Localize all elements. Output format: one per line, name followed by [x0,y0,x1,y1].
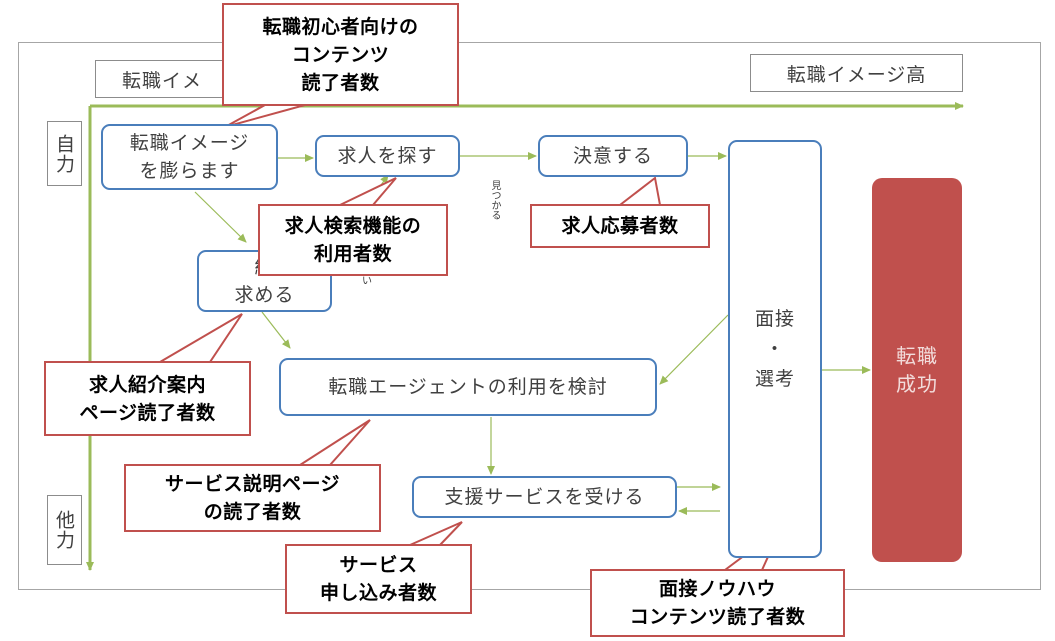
node-search: 求人を探す [315,135,460,177]
callout-tail-search-users [339,177,397,206]
node-decide: 決意する [538,135,688,177]
callout-search-users: 求人検索機能の 利用者数 [258,204,448,276]
callout-applicants: 求人応募者数 [530,204,710,248]
edge-interview-agent [659,314,729,385]
callout-beginner-content: 転職初心者向けの コンテンツ 読了者数 [222,3,459,106]
edge-imagine-referral [194,191,247,243]
edge-referral-agent [261,311,291,349]
callout-tail-referral [156,313,243,363]
edge-label-found: 見つかる [489,180,500,220]
axis-label-self: 自力 [47,121,82,186]
callout-service-readers: サービス説明ページ の読了者数 [124,464,381,532]
node-imagine: 転職イメージ を膨らます [101,124,278,190]
axis-label-top-right: 転職イメージ高 [750,54,963,92]
callout-referral-readers: 求人紹介案内 ページ読了者数 [44,361,251,436]
callout-service-signups: サービス 申し込み者数 [285,544,472,614]
diagram-frame [18,42,1041,590]
callout-tail-signups [409,521,463,546]
node-interview: 面接 ・ 選考 [728,140,822,558]
axis-label-top-left: 転職イメ [95,60,245,98]
node-agent: 転職エージェントの利用を検討 [279,358,657,416]
callout-interview-readers: 面接ノウハウ コンテンツ読了者数 [590,569,845,637]
node-support: 支援サービスを受ける [412,476,677,518]
edge-label-partial: い [362,276,372,287]
axis-label-others: 他力 [47,495,82,565]
callout-tail-service-readers [296,419,371,466]
callout-tail-applicants [617,176,662,206]
node-success: 転職 成功 [872,178,962,562]
